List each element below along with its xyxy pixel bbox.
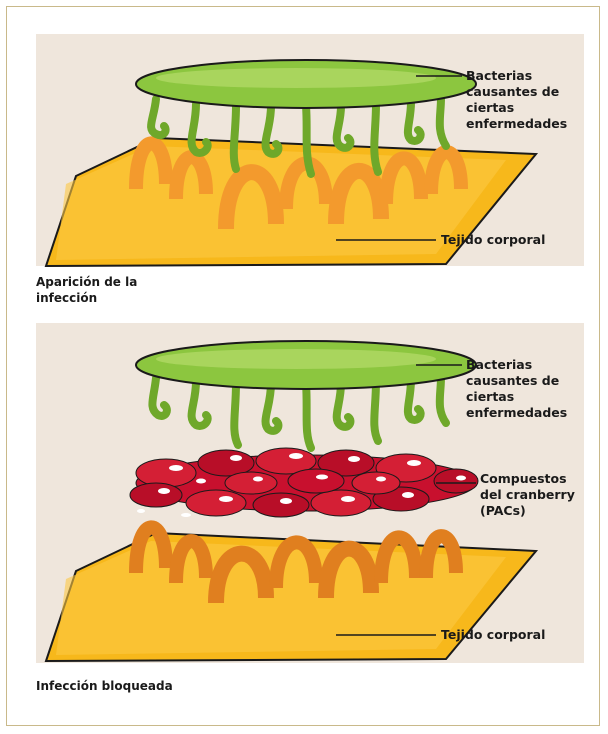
tissue-label: Tejido corporal (441, 627, 545, 643)
infection-panel: Bacterias causantes de ciertas enfermeda… (36, 34, 584, 266)
blocked-infection-panel: Bacterias causantes de ciertas enfermeda… (36, 323, 584, 663)
bacteria-label: Bacterias causantes de ciertas enfermeda… (466, 357, 567, 421)
tissue-label: Tejido corporal (441, 232, 545, 248)
bacteria-label: Bacterias causantes de ciertas enfermeda… (466, 68, 567, 132)
cranberry-compounds-label: Compuestos del cranberry (PACs) (480, 471, 575, 519)
infection-caption: Aparición de la infección (36, 274, 137, 306)
blocked-infection-caption: Infección bloqueada (36, 678, 173, 694)
cranberry-compounds (130, 448, 478, 517)
